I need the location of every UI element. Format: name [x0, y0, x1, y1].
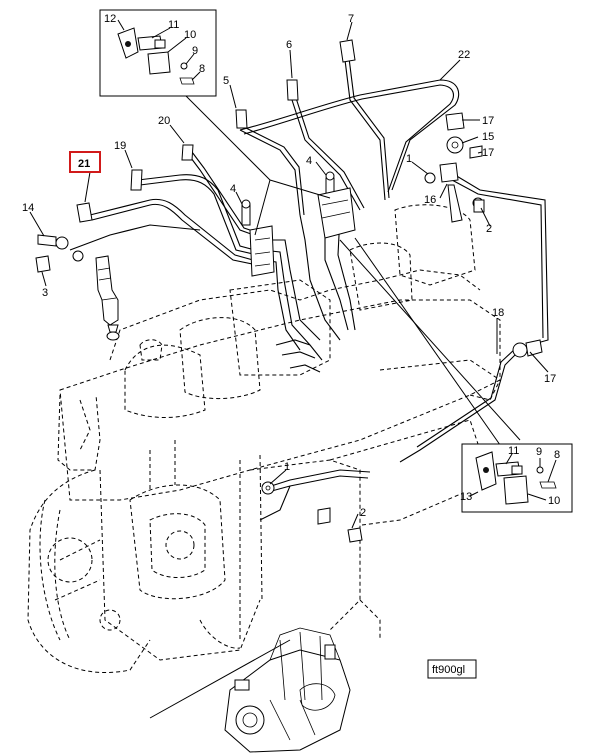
callout-9-right: 9	[536, 446, 542, 458]
callout-4-right: 4	[306, 155, 312, 167]
callout-17-lower: 17	[544, 373, 556, 385]
callout-18: 18	[492, 307, 504, 319]
callout-21: 21	[78, 158, 90, 170]
callout-9-top: 9	[192, 45, 198, 57]
detail-box-top	[99, 9, 217, 97]
callout-11-right: 11	[508, 445, 519, 457]
injector-nozzle	[95, 255, 120, 341]
callout-14: 14	[22, 202, 34, 214]
callout-labels: 12 11 10 9 8 7 6 22 5 20 19 21 14 3 4 4 …	[22, 13, 560, 519]
callout-17-middle: 17	[482, 147, 494, 159]
callout-5: 5	[223, 75, 229, 87]
figure-id-text: ft900gl	[432, 664, 465, 676]
callout-19: 19	[114, 140, 126, 152]
callout-11-top: 11	[168, 19, 179, 31]
fuel-line-bundle	[69, 57, 549, 521]
callout-3: 3	[42, 287, 48, 299]
callout-10-right: 10	[548, 495, 560, 507]
callout-4-left: 4	[230, 183, 236, 195]
fittings	[35, 39, 543, 543]
callout-22: 22	[458, 49, 470, 61]
figure-id: ft900gl	[427, 659, 477, 679]
callout-13: 13	[460, 491, 472, 503]
callout-16: 16	[424, 194, 436, 206]
callout-7: 7	[348, 13, 354, 25]
callout-8-right: 8	[554, 449, 560, 461]
callout-2-lower: 2	[360, 507, 366, 519]
injection-pump	[149, 627, 351, 753]
callout-12-top: 12	[104, 13, 116, 25]
callout-2-upper: 2	[486, 223, 492, 235]
callout-1-lower: 1	[284, 461, 290, 473]
callout-8-top: 8	[199, 63, 205, 75]
callout-15: 15	[482, 131, 494, 143]
callout-6: 6	[286, 39, 292, 51]
callout-21-highlight	[69, 151, 101, 173]
callout-17-upper: 17	[482, 115, 494, 127]
callout-10-top: 10	[184, 29, 196, 41]
detail-box-right	[461, 443, 573, 513]
callout-1-upper: 1	[406, 153, 412, 165]
callout-20: 20	[158, 115, 170, 127]
leader-lines	[29, 21, 549, 529]
